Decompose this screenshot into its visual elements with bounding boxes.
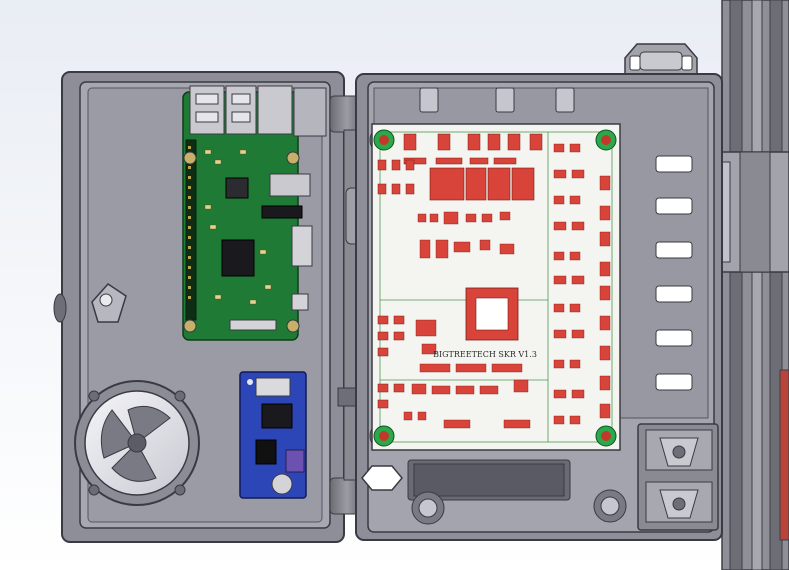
- cooling-fan: [74, 380, 200, 506]
- skr-controller-board: BIGTREETECH SKR V1.3: [371, 123, 621, 451]
- aluminum-extrusion-rail: [721, 0, 789, 570]
- raspberry-pi-board: [182, 85, 327, 341]
- cable-clip: [91, 283, 127, 323]
- power-terminal-block: [637, 423, 719, 531]
- top-mount-clip: [624, 43, 698, 77]
- buck-converter-module: [239, 371, 307, 499]
- board-label: BIGTREETECH SKR V1.3: [433, 350, 537, 359]
